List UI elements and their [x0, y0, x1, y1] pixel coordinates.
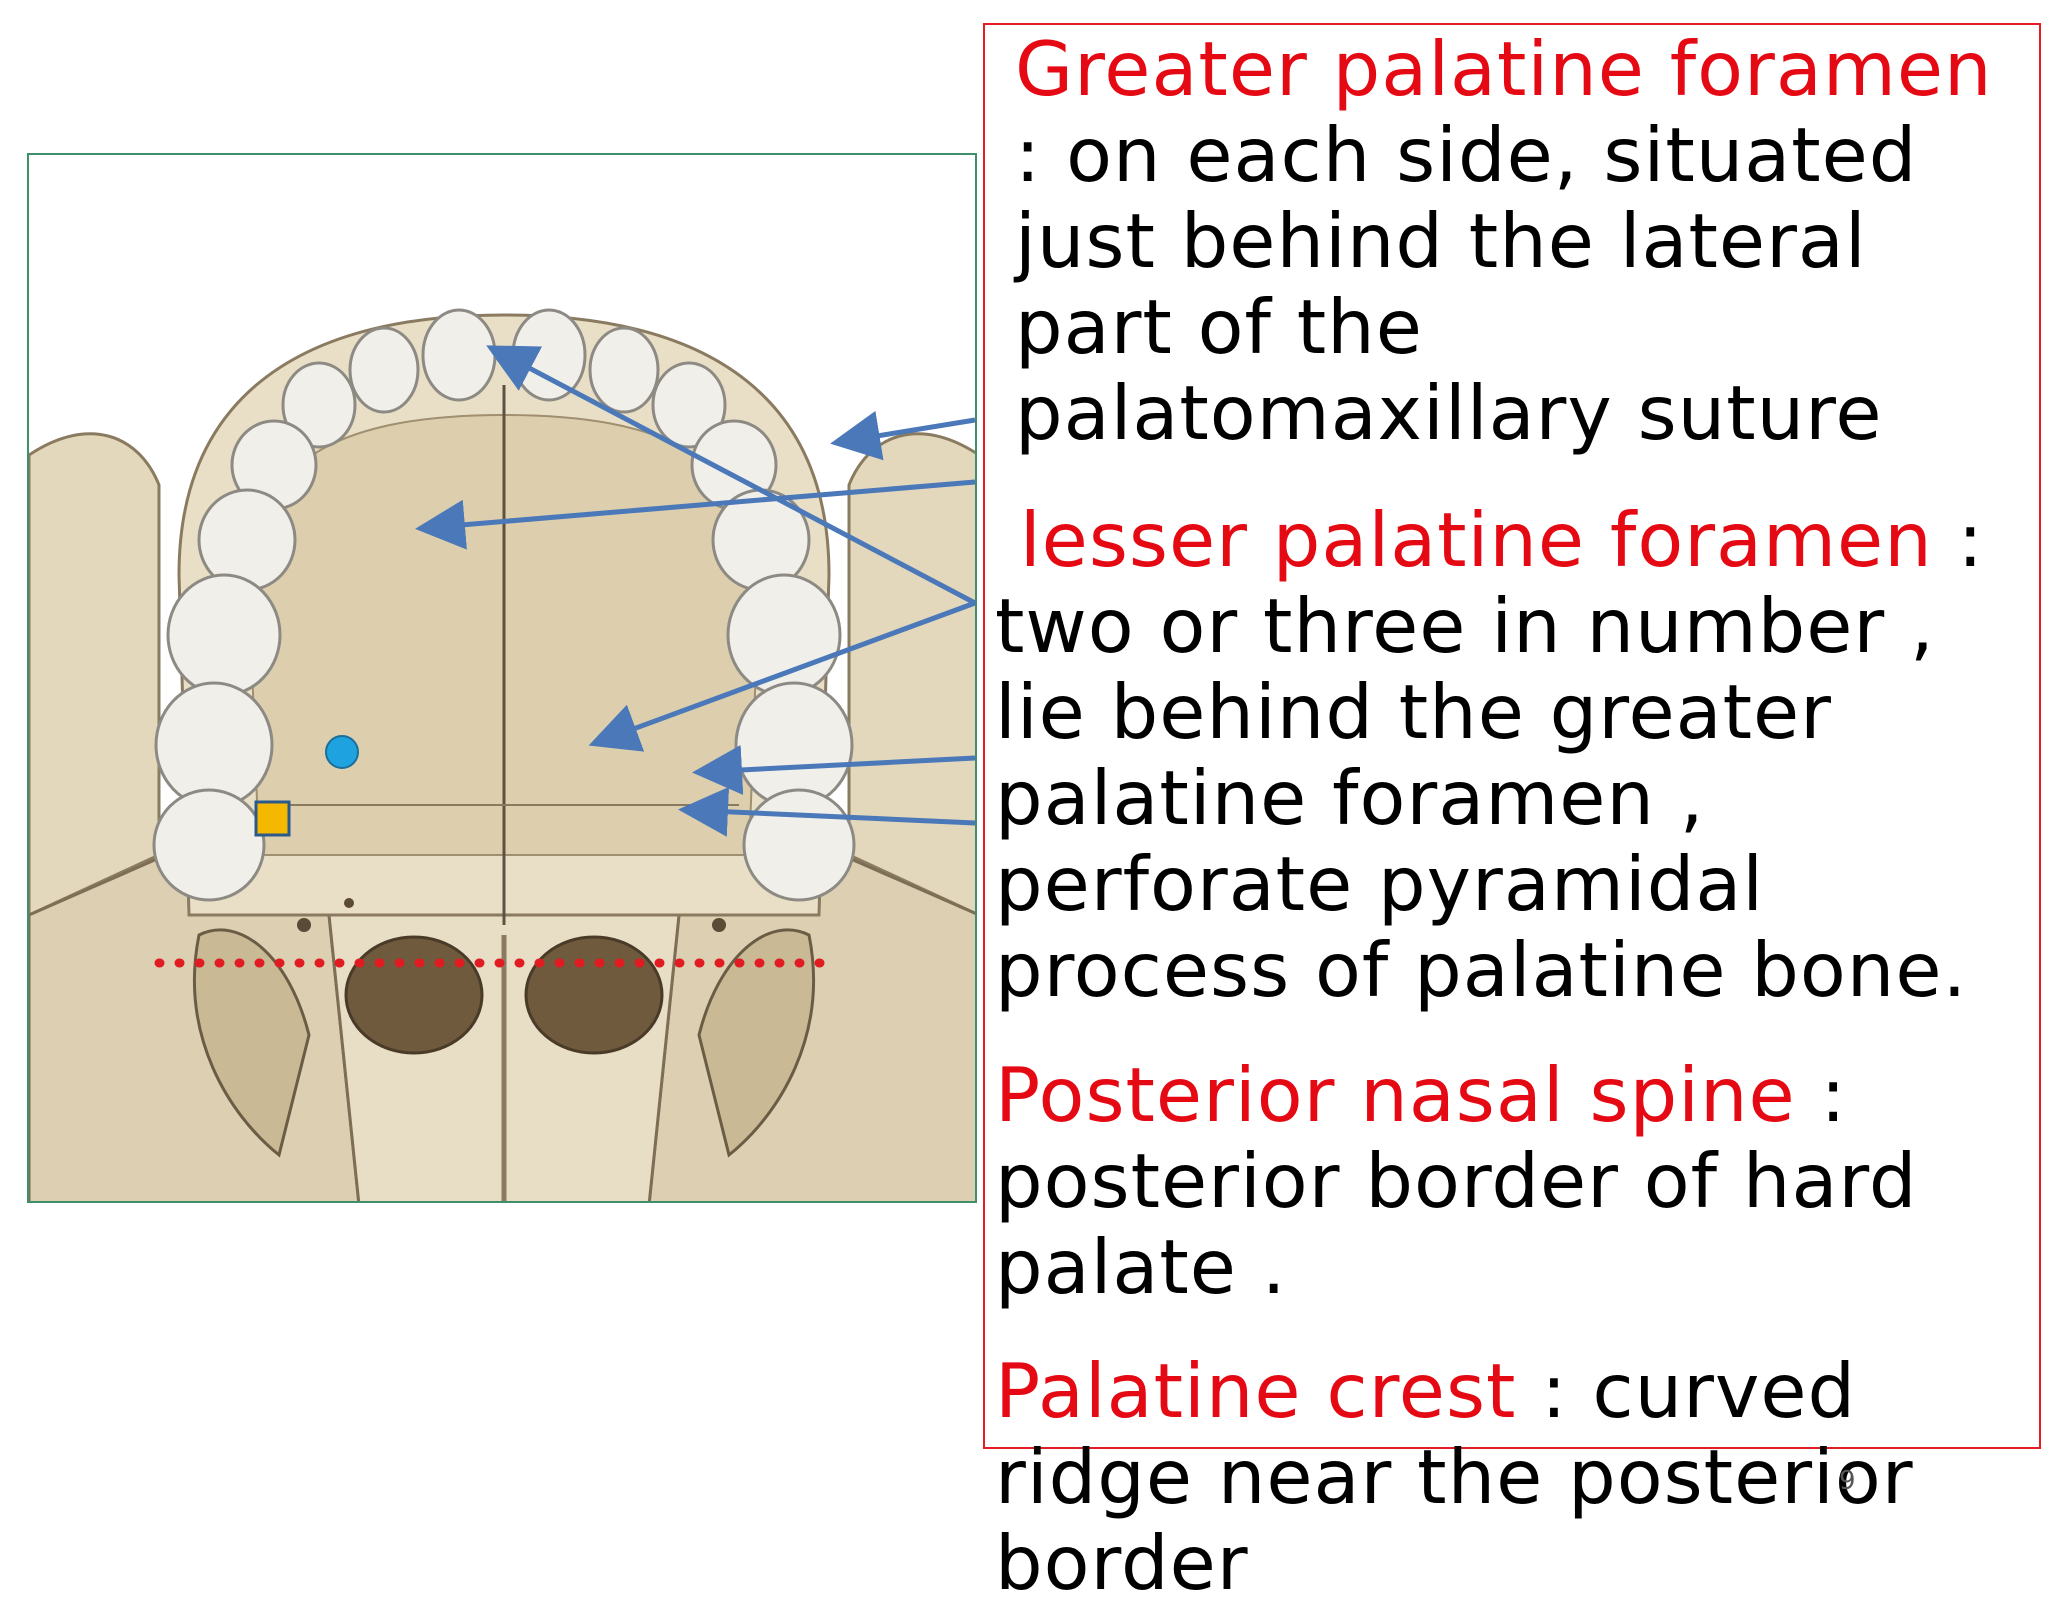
greater-line-2: just behind the lateral — [1015, 197, 1867, 285]
lesser-line-2: lie behind the greater — [995, 668, 1832, 756]
crest-line-1: ridge near the posterior — [995, 1433, 1914, 1521]
lesser-palatine-foramen-term: lesser palatine foramen — [995, 496, 1933, 584]
crest-term-suffix: : curved — [1516, 1347, 1857, 1435]
lesser-line-3: palatine foramen , — [995, 754, 1705, 842]
greater-line-1: : on each side, situated — [1015, 111, 1918, 199]
skull-base-figure — [27, 153, 977, 1203]
lesser-line-4: perforate pyramidal — [995, 840, 1765, 928]
lesser-term-suffix: : — [1932, 496, 1984, 584]
posterior-nasal-spine-term: Posterior nasal spine — [995, 1051, 1796, 1139]
greater-palatine-foramen-term: Greater palatine foramen — [1015, 25, 1993, 113]
greater-line-3: part of the — [1015, 283, 1423, 371]
square-marker-icon — [254, 800, 291, 837]
lesser-line-5: process of palatine bone. — [995, 926, 1968, 1014]
description-box — [983, 23, 2041, 1449]
circle-marker-icon — [325, 735, 359, 769]
lesser-line-1: two or three in number , — [995, 582, 1935, 670]
spine-line-1: posterior border of hard — [995, 1137, 1918, 1225]
spine-term-suffix: : — [1795, 1051, 1847, 1139]
greater-palatine-foramen-paragraph: Greater palatine foramen : on each side,… — [1015, 26, 1993, 456]
skull-base-illustration — [29, 308, 975, 1201]
crest-line-2: border — [995, 1519, 1249, 1607]
lesser-palatine-foramen-paragraph: lesser palatine foramen : two or three i… — [995, 497, 1984, 1013]
posterior-nasal-spine-paragraph: Posterior nasal spine : posterior border… — [995, 1052, 1918, 1310]
slide-number: 9 — [1839, 1466, 1856, 1496]
spine-line-2: palate . — [995, 1223, 1287, 1311]
palatine-crest-paragraph: Palatine crest : curved ridge near the p… — [995, 1348, 1914, 1606]
greater-line-4: palatomaxillary suture — [1015, 369, 1883, 457]
palatine-crest-term: Palatine crest — [995, 1347, 1517, 1435]
